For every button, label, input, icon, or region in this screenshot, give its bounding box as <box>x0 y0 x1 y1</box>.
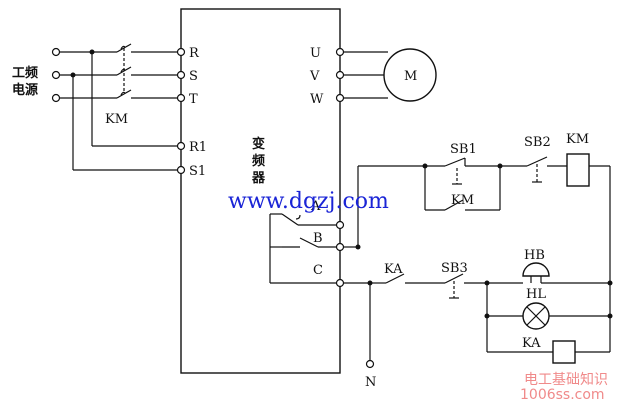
term-w-label: W <box>310 92 324 107</box>
power-source-label-1: 工频 <box>12 65 38 81</box>
km-aux-label: KM <box>451 193 474 208</box>
relay-output <box>269 213 345 288</box>
watermark-brand-2: 1006ss.com <box>520 387 605 402</box>
inverter-label-3: 器 <box>251 171 266 186</box>
inverter-label-2: 频 <box>252 153 265 169</box>
km-coil-label: KM <box>566 132 589 147</box>
term-r1-label: R1 <box>189 140 207 155</box>
term-v-label: V <box>309 69 320 84</box>
term-r-label: R <box>189 46 200 61</box>
km-main-label: KM <box>105 112 128 127</box>
term-s1-label: S1 <box>189 164 206 179</box>
sb1-label: SB1 <box>450 142 477 157</box>
motor-label: M <box>404 69 417 84</box>
input-lines <box>51 43 186 175</box>
term-u-label: U <box>310 46 321 61</box>
ka-coil-label: KA <box>522 336 541 351</box>
inverter-label-1: 变 <box>252 136 265 152</box>
term-b-label: B <box>313 231 323 246</box>
inverter-box <box>180 8 341 374</box>
hb-label: HB <box>524 248 545 263</box>
ka-contact-label: KA <box>384 262 403 277</box>
sb3-label: SB3 <box>441 261 468 276</box>
hl-label: HL <box>526 287 546 302</box>
term-s-label: S <box>189 69 198 84</box>
power-source-label-2: 电源 <box>12 82 38 98</box>
watermark-site: www.dgzj.com <box>228 189 389 214</box>
term-a-label: A <box>310 199 321 214</box>
neutral-label: N <box>365 375 376 390</box>
sb2-label: SB2 <box>524 135 551 150</box>
control-circuit <box>344 153 613 369</box>
term-t-label: T <box>189 92 198 107</box>
motor-symbol <box>383 48 437 102</box>
watermark-brand-1: 电工基础知识 <box>524 371 608 388</box>
output-lines <box>335 47 388 103</box>
term-c-label: C <box>313 263 323 278</box>
